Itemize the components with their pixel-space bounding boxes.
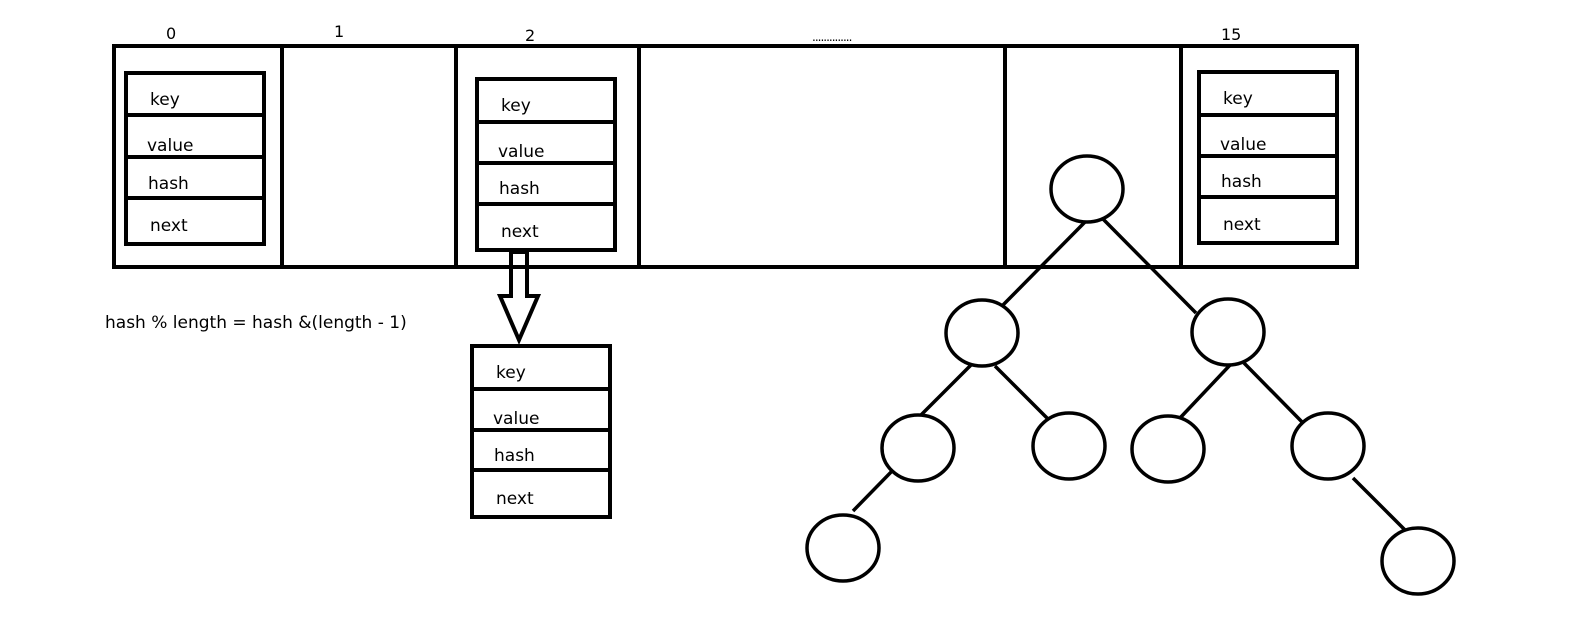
tree-node — [1031, 411, 1107, 481]
tree-node — [944, 298, 1020, 368]
entry-field-key: key — [1223, 89, 1253, 109]
entry-node-bucket-2: key value hash next — [475, 77, 617, 252]
entry-field-next: next — [1223, 215, 1261, 235]
entry-field-value: value — [498, 142, 544, 162]
entry-field-hash: hash — [494, 446, 535, 466]
entry-node-bucket-15: key value hash next — [1197, 70, 1339, 245]
entry-field-key: key — [501, 96, 531, 116]
tree-node — [805, 513, 881, 583]
entry-field-hash: hash — [148, 174, 189, 194]
hash-formula: hash % length = hash &(length - 1) — [105, 313, 407, 333]
tree-node — [1290, 411, 1366, 481]
bucket-index-15: 15 — [1221, 25, 1241, 44]
entry-node-bucket-0: key value hash next — [124, 71, 266, 246]
entry-field-hash: hash — [1221, 172, 1262, 192]
entry-field-next: next — [496, 489, 534, 509]
tree-node — [880, 413, 956, 483]
entry-field-value: value — [493, 409, 539, 429]
entry-field-next: next — [501, 222, 539, 242]
tree-node — [1380, 526, 1456, 596]
entry-field-next: next — [150, 216, 188, 236]
tree-edges — [851, 217, 1407, 532]
entry-field-key: key — [150, 90, 180, 110]
bucket-index-1: 1 — [334, 22, 344, 41]
entry-field-value: value — [147, 136, 193, 156]
bucket-array — [112, 44, 1359, 269]
bucket-index-0: 0 — [166, 24, 176, 43]
tree-node — [1130, 414, 1206, 484]
tree-node — [1190, 297, 1266, 367]
entry-field-value: value — [1220, 135, 1266, 155]
entry-field-hash: hash — [499, 179, 540, 199]
entry-node-chained: key value hash next — [470, 344, 612, 519]
tree-node — [1049, 154, 1125, 224]
bucket-ellipsis: .............. — [812, 30, 852, 44]
bucket-index-2: 2 — [525, 26, 535, 45]
next-pointer-arrow — [496, 252, 542, 346]
entry-field-key: key — [496, 363, 526, 383]
